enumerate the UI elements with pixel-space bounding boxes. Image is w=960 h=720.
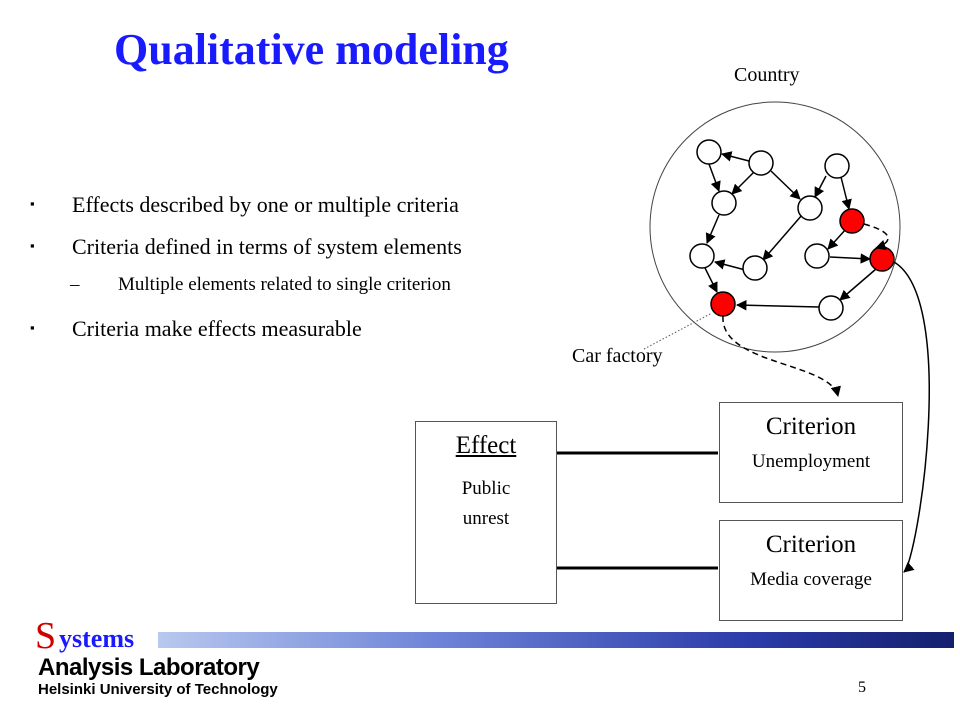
highlighted-node xyxy=(869,246,895,272)
effect-line-1: Public xyxy=(461,478,511,499)
effect-heading: Effect xyxy=(455,432,517,459)
bullet-marker: ▪ xyxy=(30,320,35,335)
dashed-arrow-to-unemployment xyxy=(722,315,841,398)
sub-bullet-marker: – xyxy=(70,274,80,295)
network-edge xyxy=(731,171,755,195)
car-factory-pointer xyxy=(643,312,713,350)
logo-s-letter: S xyxy=(35,615,57,657)
sub-bullet-text: Multiple elements related to single crit… xyxy=(118,274,451,295)
criterion-heading: Criterion xyxy=(765,531,857,558)
country-label: Country xyxy=(734,64,800,86)
network-edge xyxy=(762,214,803,261)
bullet-marker: ▪ xyxy=(30,238,35,253)
page-number: 5 xyxy=(858,679,866,696)
network-edge xyxy=(827,228,847,250)
network-node xyxy=(742,255,768,281)
network-node xyxy=(818,295,844,321)
network-node xyxy=(689,243,715,269)
network-node xyxy=(804,243,830,269)
network-node xyxy=(711,190,737,216)
network-node xyxy=(824,153,850,179)
network-edge xyxy=(735,299,820,311)
country-boundary xyxy=(649,101,901,353)
criterion-text: Media coverage xyxy=(750,569,872,590)
bullet-text: Criteria make effects measurable xyxy=(72,316,362,341)
criterion-media-box: Criterion Media coverage xyxy=(719,520,903,621)
car-factory-label: Car factory xyxy=(572,345,663,367)
network-edge xyxy=(839,268,877,301)
criterion-heading: Criterion xyxy=(765,413,857,440)
network-edge xyxy=(770,170,801,200)
arrow-to-media-coverage xyxy=(893,261,930,573)
highlighted-node xyxy=(839,208,865,234)
logo-university: Helsinki University of Technology xyxy=(38,681,278,698)
network-node xyxy=(696,139,722,165)
network-edge xyxy=(705,214,720,244)
network-edge xyxy=(704,267,718,293)
effect-line-2: unrest xyxy=(462,508,510,529)
effect-box: Effect Public unrest xyxy=(415,421,557,604)
slide-title: Qualitative modeling xyxy=(114,25,509,74)
network-edge xyxy=(829,253,872,264)
logo-ystems: ystems xyxy=(59,624,135,653)
network-nodes xyxy=(689,139,895,321)
network-edge xyxy=(708,163,721,192)
network-node xyxy=(797,195,823,221)
network-node xyxy=(748,150,774,176)
bullet-text: Effects described by one or multiple cri… xyxy=(72,192,459,217)
criterion-text: Unemployment xyxy=(751,451,871,472)
network-edge xyxy=(814,175,827,198)
dashed-arrow-between-red-nodes xyxy=(863,223,889,250)
network-edge xyxy=(840,176,852,211)
logo-gradient-bar xyxy=(158,632,954,648)
logo-lab-name: Analysis Laboratory xyxy=(38,654,260,681)
car-factory-node xyxy=(710,291,736,317)
bullet-text: Criteria defined in terms of system elem… xyxy=(72,234,462,259)
network-edge xyxy=(720,151,750,162)
bullet-marker: ▪ xyxy=(30,196,35,211)
criterion-unemployment-box: Criterion Unemployment xyxy=(719,402,903,503)
